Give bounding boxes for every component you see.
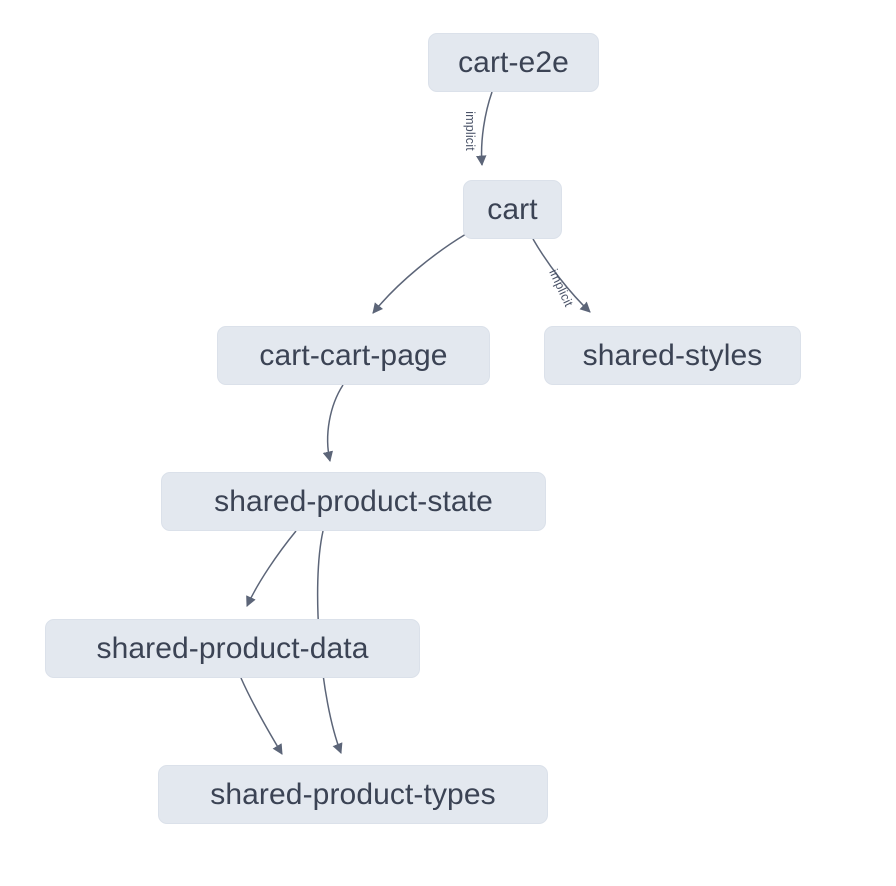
node-cart[interactable]: cart xyxy=(463,180,562,239)
edge-cart-to-cart-cart-page xyxy=(372,233,467,314)
node-label: cart xyxy=(487,192,538,226)
edge-shared-product-data-to-shared-product-types xyxy=(240,677,283,755)
node-shared-styles[interactable]: shared-styles xyxy=(544,326,801,385)
node-shared-product-types[interactable]: shared-product-types xyxy=(158,765,548,824)
node-label: shared-product-types xyxy=(210,777,496,811)
node-shared-product-data[interactable]: shared-product-data xyxy=(45,619,420,678)
edge-label-cart-to-shared-styles: implicit xyxy=(546,267,576,309)
edge-shared-product-state-to-shared-product-data xyxy=(246,530,297,607)
node-label: shared-styles xyxy=(582,338,763,372)
node-cart-e2e[interactable]: cart-e2e xyxy=(428,33,599,92)
edge-cart-cart-page-to-shared-product-state xyxy=(322,384,344,463)
edge-cart-e2e-to-cart xyxy=(476,91,493,167)
node-shared-product-state[interactable]: shared-product-state xyxy=(161,472,546,531)
edge-label-cart-e2e-to-cart: implicit xyxy=(463,111,477,151)
node-label: cart-cart-page xyxy=(259,338,448,372)
node-label: cart-e2e xyxy=(458,45,569,79)
node-label: shared-product-data xyxy=(96,631,369,665)
node-cart-cart-page[interactable]: cart-cart-page xyxy=(217,326,490,385)
node-label: shared-product-state xyxy=(214,484,493,518)
